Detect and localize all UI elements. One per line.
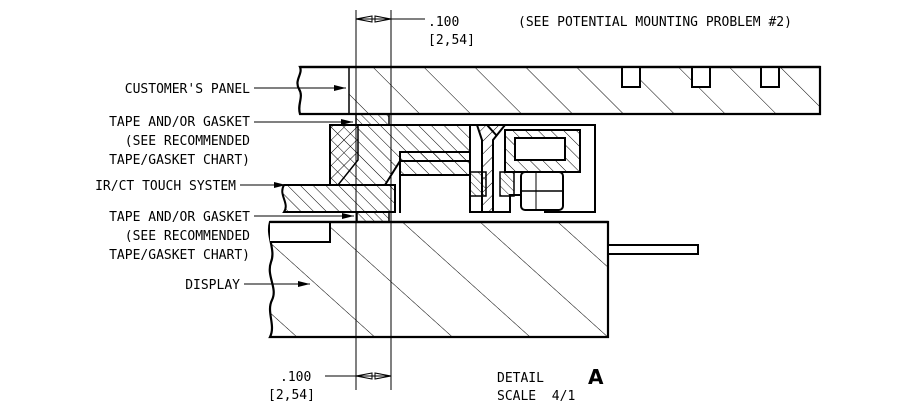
tape-gasket-lower [356,211,390,223]
mounting-screw [475,124,564,213]
dimension-top-inches: .100 [428,15,459,30]
label-touch-system: IR/CT TOUCH SYSTEM [95,179,236,194]
label-tape-gasket-upper-line1: TAPE AND/OR GASKET [109,115,250,130]
label-display: DISPLAY [185,278,240,293]
tape-gasket-upper [355,113,390,126]
label-tape-gasket-lower-line3: TAPE/GASKET CHART) [109,248,250,263]
detail-scale: SCALE 4/1 [497,389,575,404]
touch-system-bezel [329,124,471,213]
leader-lines [240,85,354,287]
label-customer-panel: CUSTOMER'S PANEL [125,82,250,97]
detail-letter: A [588,365,604,389]
customer-panel [296,65,822,116]
extension-lines [355,10,392,390]
label-tape-gasket-upper-line3: TAPE/GASKET CHART) [109,153,250,168]
dimension-top-mm: [2,54] [428,33,475,48]
label-tape-gasket-lower-line1: TAPE AND/OR GASKET [109,210,250,225]
label-tape-gasket-lower-line2: (SEE RECOMMENDED [125,229,250,244]
dimension-top [355,15,425,23]
dimension-top-note: (SEE POTENTIAL MOUNTING PROBLEM #2) [518,15,792,30]
dimension-bottom-inches: .100 [280,370,311,385]
dimension-bottom [325,372,392,380]
detail-word: DETAIL [497,371,544,386]
label-tape-gasket-upper-line2: (SEE RECOMMENDED [125,134,250,149]
display-module [267,220,699,339]
dimension-bottom-mm: [2,54] [268,388,315,403]
touch-glass [281,184,396,213]
